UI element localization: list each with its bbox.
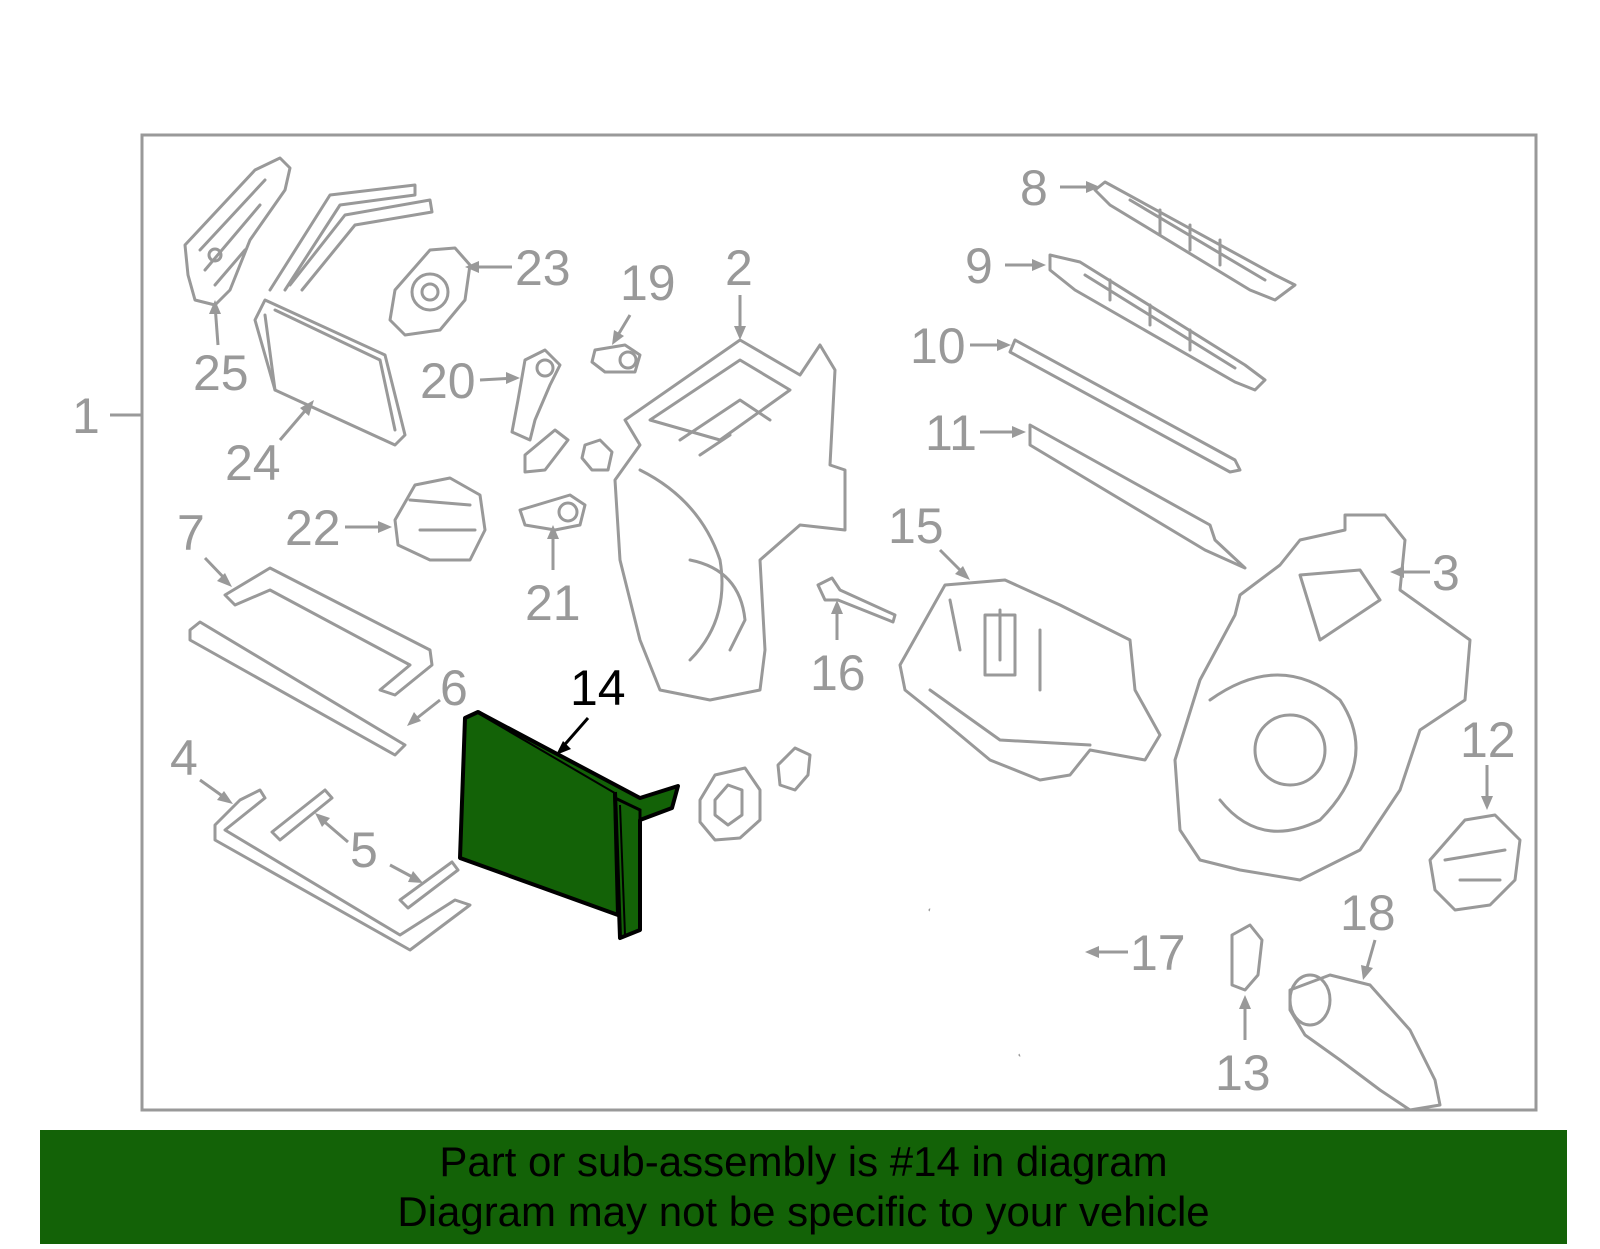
callout-11: 11	[925, 405, 977, 461]
part-13-clip[interactable]	[1230, 923, 1264, 992]
part-24-heater-core[interactable]	[253, 183, 434, 447]
callout-12: 12	[1460, 712, 1516, 768]
part-22-actuator-motor[interactable]	[393, 476, 487, 562]
part-3-blower-case[interactable]	[1173, 513, 1472, 882]
part-gasket-small	[776, 746, 812, 792]
callout-8: 8	[1020, 160, 1048, 216]
banner-line-1: Part or sub-assembly is #14 in diagram	[439, 1138, 1168, 1185]
banner-line-2: Diagram may not be specific to your vehi…	[397, 1188, 1210, 1235]
callout-1: 1	[72, 388, 100, 444]
assembly-frame	[140, 133, 1538, 1112]
part-18-duct[interactable]	[1288, 973, 1442, 1112]
part-14-evaporator-core[interactable]	[458, 710, 680, 940]
part-15-lower-case[interactable]	[898, 578, 1162, 782]
callout-4: 4	[170, 730, 198, 786]
part-23-actuator[interactable]	[388, 246, 472, 337]
callout-16: 16	[810, 645, 866, 701]
callout-9: 9	[965, 238, 993, 294]
part-5-seal-pads[interactable]	[270, 788, 460, 910]
callout-17: 17	[1130, 925, 1186, 981]
part-20-lever[interactable]	[510, 348, 562, 442]
part-link-small	[523, 428, 614, 474]
info-banner: Part or sub-assembly is #14 in diagram D…	[40, 1130, 1567, 1244]
callout-22: 22	[285, 500, 341, 556]
callout-19: 19	[620, 255, 676, 311]
part-11-seal[interactable]	[1028, 423, 1247, 570]
callout-23: 23	[515, 240, 571, 296]
part-25-bracket[interactable]	[183, 156, 292, 307]
callout-5: 5	[350, 822, 378, 878]
part-2-upper-case[interactable]	[613, 338, 847, 702]
part-6-seal-strip[interactable]	[188, 620, 407, 757]
callout-15: 15	[888, 498, 944, 554]
callout-7: 7	[177, 505, 205, 561]
part-17-hose[interactable]	[928, 908, 1082, 1057]
callout-21: 21	[525, 575, 581, 631]
callout-14: 14	[570, 660, 626, 716]
callout-10: 10	[910, 318, 966, 374]
part-7-seal[interactable]	[223, 566, 434, 697]
part-21-link[interactable]	[518, 493, 587, 532]
part-9-door[interactable]	[1048, 253, 1267, 392]
part-16-sensor[interactable]	[816, 576, 897, 624]
callout-20: 20	[420, 353, 476, 409]
callout-6: 6	[440, 660, 468, 716]
callout-2: 2	[725, 240, 753, 296]
callout-25: 25	[193, 345, 249, 401]
callout-3: 3	[1432, 545, 1460, 601]
part-19-clip[interactable]	[590, 343, 642, 374]
callout-24: 24	[225, 435, 281, 491]
callout-18: 18	[1340, 885, 1396, 941]
part-gasket-round	[698, 766, 762, 842]
part-10-seal[interactable]	[1008, 338, 1242, 474]
part-12-actuator[interactable]	[1428, 813, 1522, 912]
part-4-seal[interactable]	[213, 788, 472, 952]
callout-13: 13	[1215, 1045, 1271, 1101]
part-8-door[interactable]	[1093, 180, 1297, 302]
